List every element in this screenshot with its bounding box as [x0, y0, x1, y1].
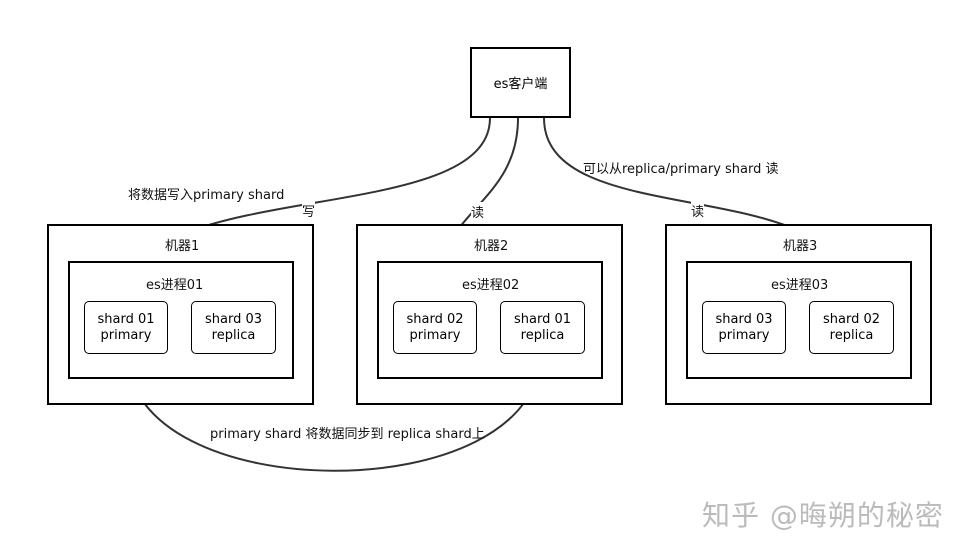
shard-role: primary — [100, 327, 152, 343]
shard-card: shard 01 replica — [500, 301, 585, 354]
client-box: es客户端 — [470, 47, 571, 118]
read-description: 可以从replica/primary shard 读 — [583, 162, 779, 177]
client-label: es客户端 — [493, 77, 548, 92]
process-label: es进程02 — [462, 278, 520, 293]
sync-arrow — [126, 351, 545, 472]
machine-box-1: 机器1 es进程01 shard 01 primary shard 03 rep… — [47, 224, 314, 405]
shard-card: shard 01 primary — [84, 301, 168, 354]
shard-role: replica — [520, 327, 565, 343]
machine-box-3: 机器3 es进程03 shard 03 primary shard 02 rep… — [665, 224, 932, 405]
shard-card: shard 02 replica — [809, 301, 894, 354]
process-label: es进程01 — [146, 278, 204, 293]
shard-id: shard 01 — [513, 311, 572, 327]
process-box: es进程02 shard 02 primary shard 01 replica — [377, 261, 603, 379]
shard-role: replica — [829, 327, 874, 343]
machine-label: 机器3 — [783, 239, 818, 254]
shard-id: shard 02 — [822, 311, 881, 327]
machine-label: 机器1 — [165, 239, 200, 254]
machine-box-2: 机器2 es进程02 shard 02 primary shard 01 rep… — [356, 224, 623, 405]
process-label: es进程03 — [771, 278, 829, 293]
shard-id: shard 01 — [97, 311, 155, 327]
shard-id: shard 02 — [406, 311, 464, 327]
shard-role: primary — [409, 327, 461, 343]
write-description: 将数据写入primary shard — [128, 188, 285, 203]
sync-description: primary shard 将数据同步到 replica shard上 — [210, 427, 485, 442]
shard-card: shard 02 primary — [393, 301, 477, 354]
shard-role: primary — [718, 327, 770, 343]
shard-id: shard 03 — [204, 311, 263, 327]
process-box: es进程01 shard 01 primary shard 03 replica — [68, 261, 294, 379]
shard-role: replica — [211, 327, 256, 343]
read-label-middle: 读 — [471, 202, 485, 221]
read-label-right: 读 — [691, 201, 705, 220]
write-label: 写 — [302, 201, 316, 220]
shard-card: shard 03 replica — [191, 301, 276, 354]
process-box: es进程03 shard 03 primary shard 02 replica — [686, 261, 912, 379]
shard-id: shard 03 — [715, 311, 773, 327]
machine-label: 机器2 — [474, 239, 509, 254]
shard-card: shard 03 primary — [702, 301, 786, 354]
watermark: 知乎 @晦朔的秘密 — [702, 499, 944, 532]
